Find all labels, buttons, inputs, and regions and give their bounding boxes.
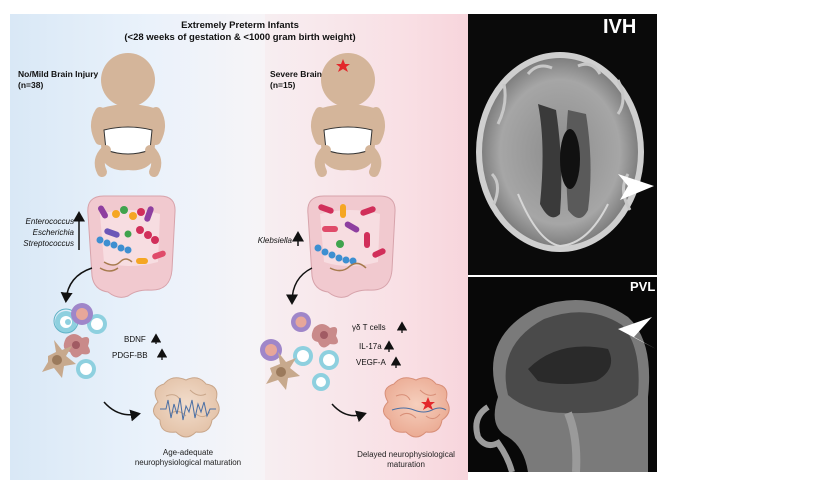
right-factor-1: γδ T cells (352, 323, 386, 332)
left-group-n: (n=38) (18, 80, 44, 90)
right-gut-to-immune-arrow (286, 267, 313, 305)
figure-title-line1: Extremely Preterm Infants (181, 20, 299, 31)
brain-right-icon (383, 377, 450, 438)
right-outcome-line2: maturation (387, 460, 425, 469)
mri-ivh-image (468, 14, 657, 275)
immune-cells-left-icon (42, 303, 107, 379)
left-factor-2: PDGF-BB (112, 351, 148, 360)
right-bacteria-1: Klebsiella (257, 236, 292, 245)
left-bacteria-1: Enterococcus (25, 217, 74, 226)
right-group-n: (n=15) (270, 80, 296, 90)
mri-ivh-label: IVH (603, 16, 637, 38)
left-bacteria-3: Streptococcus (23, 239, 74, 248)
baby-left-icon (91, 53, 165, 177)
left-immune-to-brain-arrow (103, 401, 141, 422)
mri-pvl-image (468, 277, 657, 472)
baby-right-icon (311, 53, 385, 177)
left-gut-to-immune-arrow (60, 267, 93, 303)
gut-microbiome-right-icon (307, 195, 396, 298)
mri-pvl-label: PVL (630, 279, 656, 294)
left-outcome-line2: neurophysiological maturation (134, 458, 242, 467)
right-factor-3: VEGF-A (356, 358, 386, 367)
injury-star-icon (336, 59, 350, 72)
left-group-name: No/Mild Brain Injury (18, 69, 99, 79)
mri-divider (468, 275, 657, 277)
left-factor-1: BDNF (124, 335, 146, 344)
right-factor-2: IL-17a (359, 342, 382, 351)
left-bacteria-2: Escherichia (32, 228, 74, 237)
brain-left-icon (153, 377, 220, 438)
right-outcome-line1: Delayed neurophysiological (357, 450, 455, 459)
brain-injury-star-icon (421, 397, 435, 410)
left-outcome-line1: Age-adequate (162, 448, 214, 457)
gut-microbiome-left-icon (87, 195, 176, 298)
figure-title-line2: (<28 weeks of gestation & <1000 gram bir… (124, 32, 356, 43)
immune-cells-right-icon (260, 312, 339, 391)
right-group-name: Severe Brain Injury (270, 69, 348, 79)
right-immune-to-brain-arrow (331, 403, 367, 423)
